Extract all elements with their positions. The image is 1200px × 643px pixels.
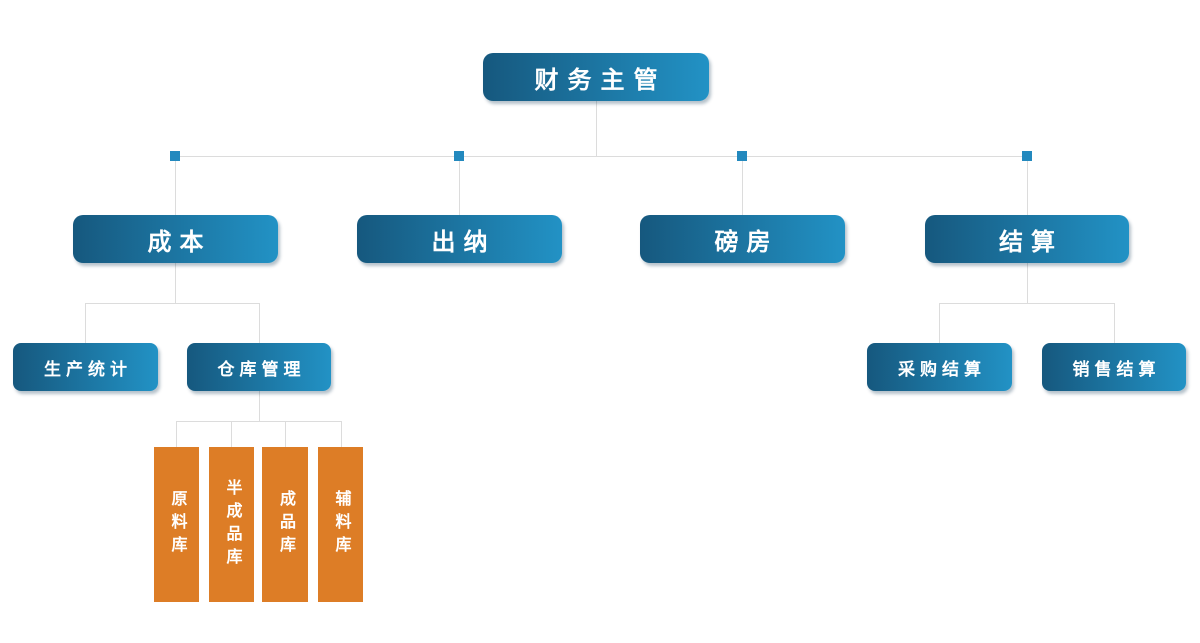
- connector-line-drop-warehouse-mgmt: [259, 303, 260, 343]
- connector-line-drop-cost: [175, 161, 176, 215]
- connector-line-drop-settlement: [1027, 161, 1028, 215]
- connector-line-drop-semi-finished: [231, 421, 232, 447]
- connector-square: [454, 151, 464, 161]
- node-settlement: 结算: [925, 215, 1129, 263]
- node-semi-finished-store: 半成品库: [209, 447, 254, 602]
- node-finance-supervisor: 财务主管: [483, 53, 709, 101]
- connector-line-drop-auxiliary-material: [341, 421, 342, 447]
- connector-line-cost-down: [175, 263, 176, 303]
- connector-line-level2-bus: [175, 156, 1027, 157]
- connector-line-drop-purchase-settlement: [939, 303, 940, 343]
- connector-line-drop-cashier: [459, 161, 460, 215]
- node-finished-goods-store: 成品库: [262, 447, 308, 602]
- node-auxiliary-material-store: 辅料库: [318, 447, 363, 602]
- connector-line-settlement-bus: [939, 303, 1114, 304]
- connector-line-drop-weighbridge: [742, 161, 743, 215]
- connector-line-cost-bus: [85, 303, 259, 304]
- node-cashier: 出纳: [357, 215, 562, 263]
- connector-square: [170, 151, 180, 161]
- connector-line-root-drop: [596, 101, 597, 156]
- connector-line-warehouse-bus: [176, 421, 341, 422]
- connector-line-drop-production-stats: [85, 303, 86, 343]
- node-cost: 成本: [73, 215, 278, 263]
- node-production-stats: 生产统计: [13, 343, 158, 391]
- node-purchase-settlement: 采购结算: [867, 343, 1012, 391]
- connector-square: [737, 151, 747, 161]
- connector-line-drop-raw-material: [176, 421, 177, 447]
- connector-line-drop-sales-settlement: [1114, 303, 1115, 343]
- connector-line-settlement-down: [1027, 263, 1028, 303]
- node-weighbridge: 磅房: [640, 215, 845, 263]
- node-sales-settlement: 销售结算: [1042, 343, 1186, 391]
- connector-square: [1022, 151, 1032, 161]
- node-raw-material-store: 原料库: [154, 447, 199, 602]
- node-warehouse-mgmt: 仓库管理: [187, 343, 331, 391]
- connector-line-drop-finished-goods: [285, 421, 286, 447]
- connector-line-warehouse-down: [259, 391, 260, 421]
